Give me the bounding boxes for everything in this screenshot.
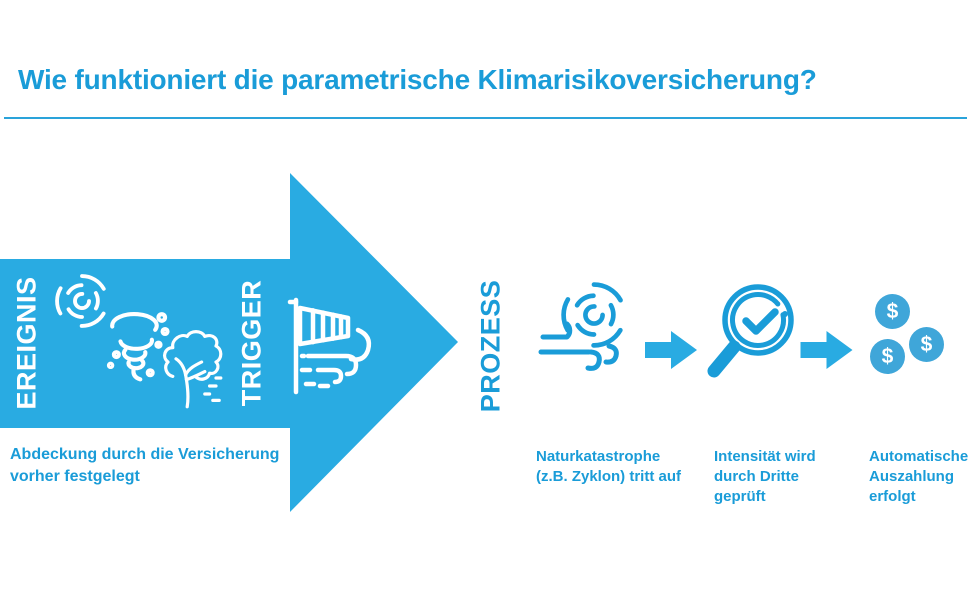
cyclone-icon: [55, 274, 106, 328]
coin-dollar-icon: $: [875, 294, 910, 329]
stage-label-trigger: TRIGGER: [236, 279, 267, 407]
step-caption-auszahlung: Automatische Auszahlung erfolgt: [869, 448, 969, 505]
title-divider: [4, 117, 967, 119]
step-caption-pruefung: Intensität wird durch Dritte geprüft: [714, 448, 816, 505]
stage-label-prozess: PROZESS: [475, 279, 506, 413]
tornado-storm-icon: [106, 311, 170, 382]
coin-dollar-icon: $: [909, 327, 944, 362]
stage-label-ereignis: EREIGNIS: [11, 276, 42, 410]
step-caption-naturkatastrophe: Naturkatastrophe (z.B. Zyklon) tritt auf: [536, 448, 681, 485]
flow-arrow-icon: [800, 331, 853, 369]
magnifier-check-icon: [707, 284, 794, 378]
page-title: Wie funktioniert die parametrische Klima…: [18, 64, 817, 95]
tree-in-wind-icon: [163, 330, 223, 409]
coins-icon: $ $ $: [864, 288, 966, 380]
windsock-icon: [287, 297, 372, 395]
flow-arrow-icon: [645, 331, 697, 369]
coin-dollar-icon: $: [870, 339, 905, 374]
stage-caption-ereignis: Abdeckung durch die Versicherung vorher …: [10, 446, 280, 485]
big-arrow-shape: [0, 173, 458, 512]
cyclone-wind-icon: [538, 282, 623, 371]
